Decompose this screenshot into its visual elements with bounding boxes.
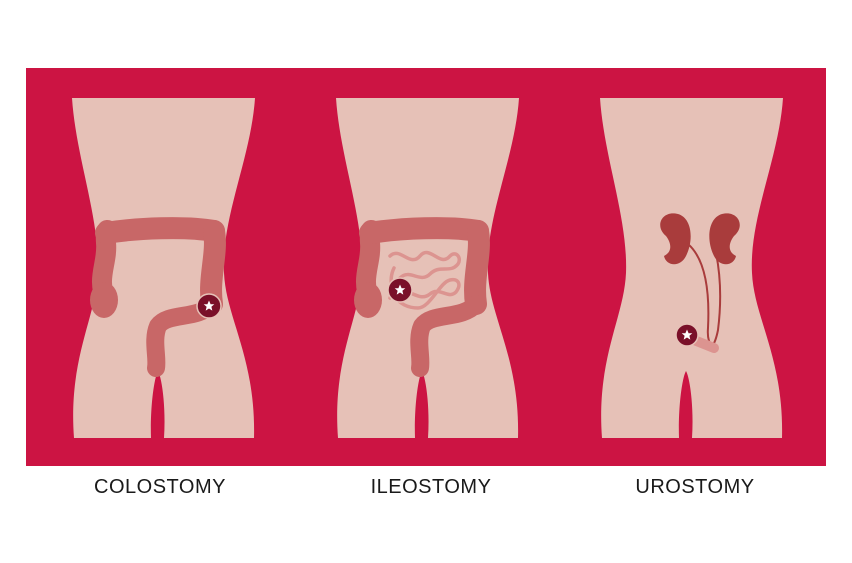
urostomy-figure: [600, 98, 783, 438]
ileostomy-label: ILEOSTOMY: [370, 476, 492, 498]
stoma-star-icon: [675, 323, 699, 347]
stoma-star-icon: [387, 277, 413, 303]
diagram-banner: [26, 68, 826, 466]
colostomy-figure: [72, 98, 255, 438]
ileostomy-figure: [336, 98, 519, 438]
stoma-star-icon: [196, 293, 222, 319]
kidneys-icon: [660, 213, 740, 265]
urostomy-label: UROSTOMY: [635, 476, 755, 498]
urinary-conduit: [689, 335, 719, 353]
colostomy-label: COLOSTOMY: [94, 476, 226, 498]
